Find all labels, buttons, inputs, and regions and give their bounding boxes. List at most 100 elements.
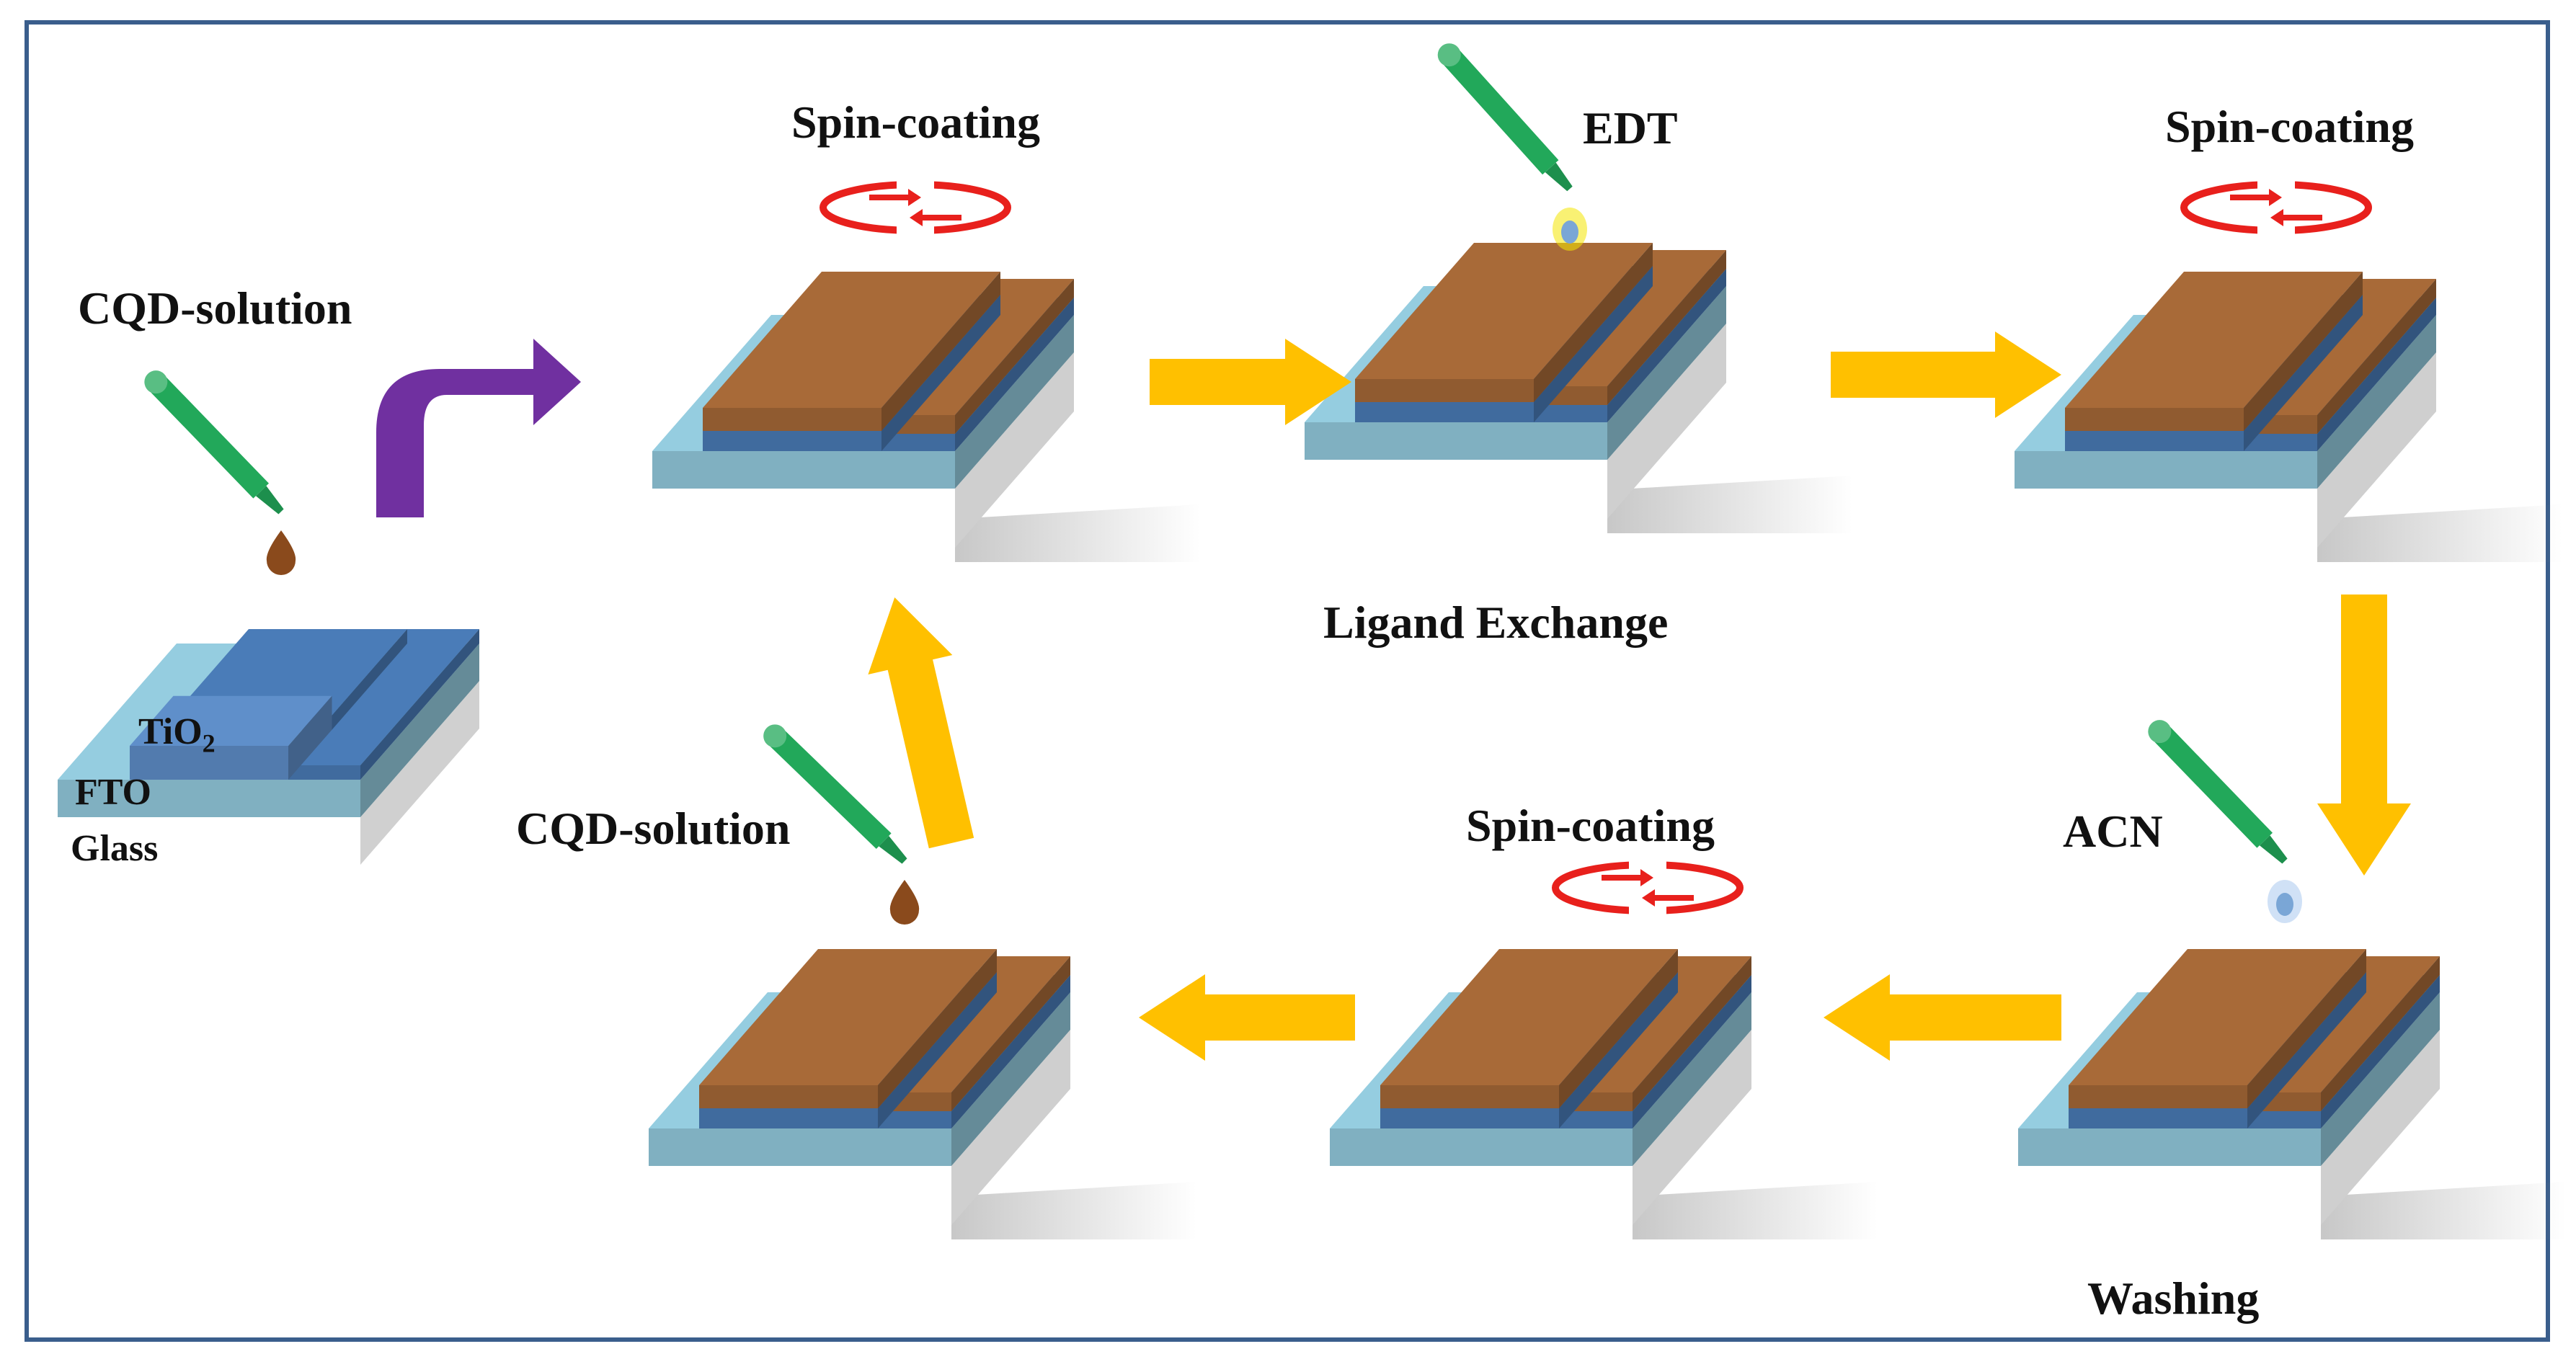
cqd-layer-high-front	[1380, 1085, 1559, 1108]
tio2-layer-low-front	[878, 1111, 951, 1128]
tio2-layer-high-side	[2247, 972, 2366, 1128]
fto-layer-side	[2321, 992, 2440, 1166]
start-arrow	[376, 339, 581, 517]
fto-layer-front	[649, 1128, 951, 1166]
device-ligand-exchange	[1305, 243, 1726, 519]
fto-layer-front	[652, 451, 955, 489]
device-spin-2-shadow	[2317, 504, 2562, 562]
cqd-layer-high-side	[881, 272, 1000, 431]
cqd-layer-high	[703, 272, 1000, 431]
cqd-layer-high-side	[1559, 949, 1678, 1108]
tio2-layer-high-front	[699, 1108, 878, 1128]
fto-layer-label: FTO	[75, 772, 151, 813]
cqd-layer-low-side	[1607, 250, 1726, 405]
tio2-layer-high-front	[1380, 1108, 1559, 1128]
fto-layer-side	[2317, 315, 2436, 489]
arrow-to-cqd-deposition	[1139, 974, 1355, 1061]
tio2-layer-back-side	[332, 629, 407, 730]
device-cqd-deposition-shadow	[951, 1182, 1196, 1239]
arrow-to-washing	[2317, 595, 2411, 876]
diagram-frame	[25, 20, 2550, 1342]
tio2-layer-thin-top	[288, 629, 479, 765]
arrow-to-spin-2-shape	[1831, 331, 2061, 418]
glass-layer-front	[652, 489, 955, 548]
glass-layer-side	[2321, 1030, 2440, 1225]
pipette-acn-cap	[2148, 720, 2172, 744]
glass-layer-front	[58, 817, 360, 865]
device-spin-3-shadow	[1633, 1182, 1878, 1239]
spin-symbol-2-gap	[2257, 179, 2295, 236]
tio2-layer-label: TiO2	[138, 713, 216, 757]
arrow-to-spin-3-shape	[1824, 974, 2061, 1061]
arrow-to-cqd-deposition-shape	[1139, 974, 1355, 1061]
spin-symbol-1-head-a	[908, 189, 921, 206]
cqd-layer-high-front	[699, 1085, 878, 1108]
device-washing	[2018, 949, 2440, 1225]
pipette-cqd-start	[144, 370, 296, 575]
cqd-layer-high-front	[2069, 1085, 2247, 1108]
arrow-to-spin-2	[1831, 331, 2061, 418]
tio2-layer-low-side	[2321, 975, 2440, 1128]
cqd-layer-high-front	[1355, 379, 1534, 402]
glass-layer-side	[2317, 352, 2436, 548]
cqd-layer-high-top	[2065, 272, 2363, 408]
cqd-layer-high-top	[699, 949, 997, 1085]
cqd-layer-high	[1355, 243, 1653, 402]
pipette-cqd-cycle	[763, 724, 920, 925]
glass-layer-side	[360, 681, 479, 865]
device-cqd-deposition	[649, 949, 1070, 1225]
cqd-layer-high	[2065, 272, 2363, 431]
device-spin-3	[1330, 949, 1751, 1225]
fto-layer-side	[1633, 992, 1751, 1166]
glass-layer-front	[649, 1166, 951, 1225]
tio2-layer-raised-top	[130, 695, 332, 746]
tio2-layer-high-front	[2065, 431, 2244, 451]
pipette-cqd-start-body	[148, 374, 269, 499]
spin-symbol-3-gap	[1629, 859, 1666, 917]
tio2-layer-high-side	[1534, 266, 1653, 422]
arrow-to-washing-shape	[2317, 595, 2411, 876]
tio2-layer-low-side	[1633, 975, 1751, 1128]
glass-layer-side	[1607, 324, 1726, 519]
tio2-layer-low-side	[1607, 269, 1726, 422]
cqd-solution-label-cycle: CQD-solution	[516, 803, 791, 854]
glass-layer-front	[1305, 460, 1607, 519]
cqd-layer-high-side	[878, 949, 997, 1108]
tio2-layer-high-front	[2069, 1108, 2247, 1128]
device-washing-shadow	[2321, 1182, 2566, 1239]
spin-symbol-2-head-b	[2270, 209, 2283, 226]
pipette-cqd-cycle-tip	[879, 836, 907, 864]
cqd-layer-low-side	[2321, 956, 2440, 1111]
fto-layer-front	[2018, 1128, 2321, 1166]
pipette-cqd-start-cap	[144, 370, 168, 394]
tio2-layer-low-front	[881, 434, 955, 451]
pipette-edt-droplet	[1561, 221, 1578, 244]
cqd-layer-high-front	[2065, 408, 2244, 431]
pipette-cqd-cycle-cap	[763, 724, 787, 748]
spin-coating-label-3: Spin-coating	[1466, 800, 1715, 851]
tio2-layer-low-side	[951, 975, 1070, 1128]
pipette-edt-cap	[1437, 43, 1461, 67]
tio2-layer-low-side	[955, 298, 1074, 451]
cqd-layer-low-side	[955, 279, 1074, 434]
spin-symbol-1-gap	[897, 179, 934, 236]
pipette-cqd-start-tip	[256, 486, 284, 515]
tio2-layer-low-front	[2244, 434, 2317, 451]
tio2-layer-low-front	[2247, 1111, 2321, 1128]
pipette-edt-body	[1441, 48, 1559, 175]
tio2-layer-high-side	[2244, 295, 2363, 451]
pipette-cqd-cycle-droplet	[889, 880, 920, 925]
glass-layer-front	[2018, 1166, 2321, 1225]
cqd-layer-high-top	[1355, 243, 1653, 379]
arrow-to-ligand-exchange	[1150, 339, 1351, 425]
pipette-acn	[2148, 720, 2302, 923]
pipette-edt	[1437, 43, 1587, 251]
cqd-layer-high	[2069, 949, 2366, 1108]
fto-layer-side	[955, 315, 1074, 489]
tio2-layer-raised-front	[130, 746, 288, 780]
cqd-layer-high-side	[2247, 949, 2366, 1108]
glass-layer-front	[1330, 1166, 1633, 1225]
arrow-to-spin-3	[1824, 974, 2061, 1061]
tio2-layer-raised	[130, 695, 332, 780]
arrow-cycle-up	[868, 597, 974, 849]
